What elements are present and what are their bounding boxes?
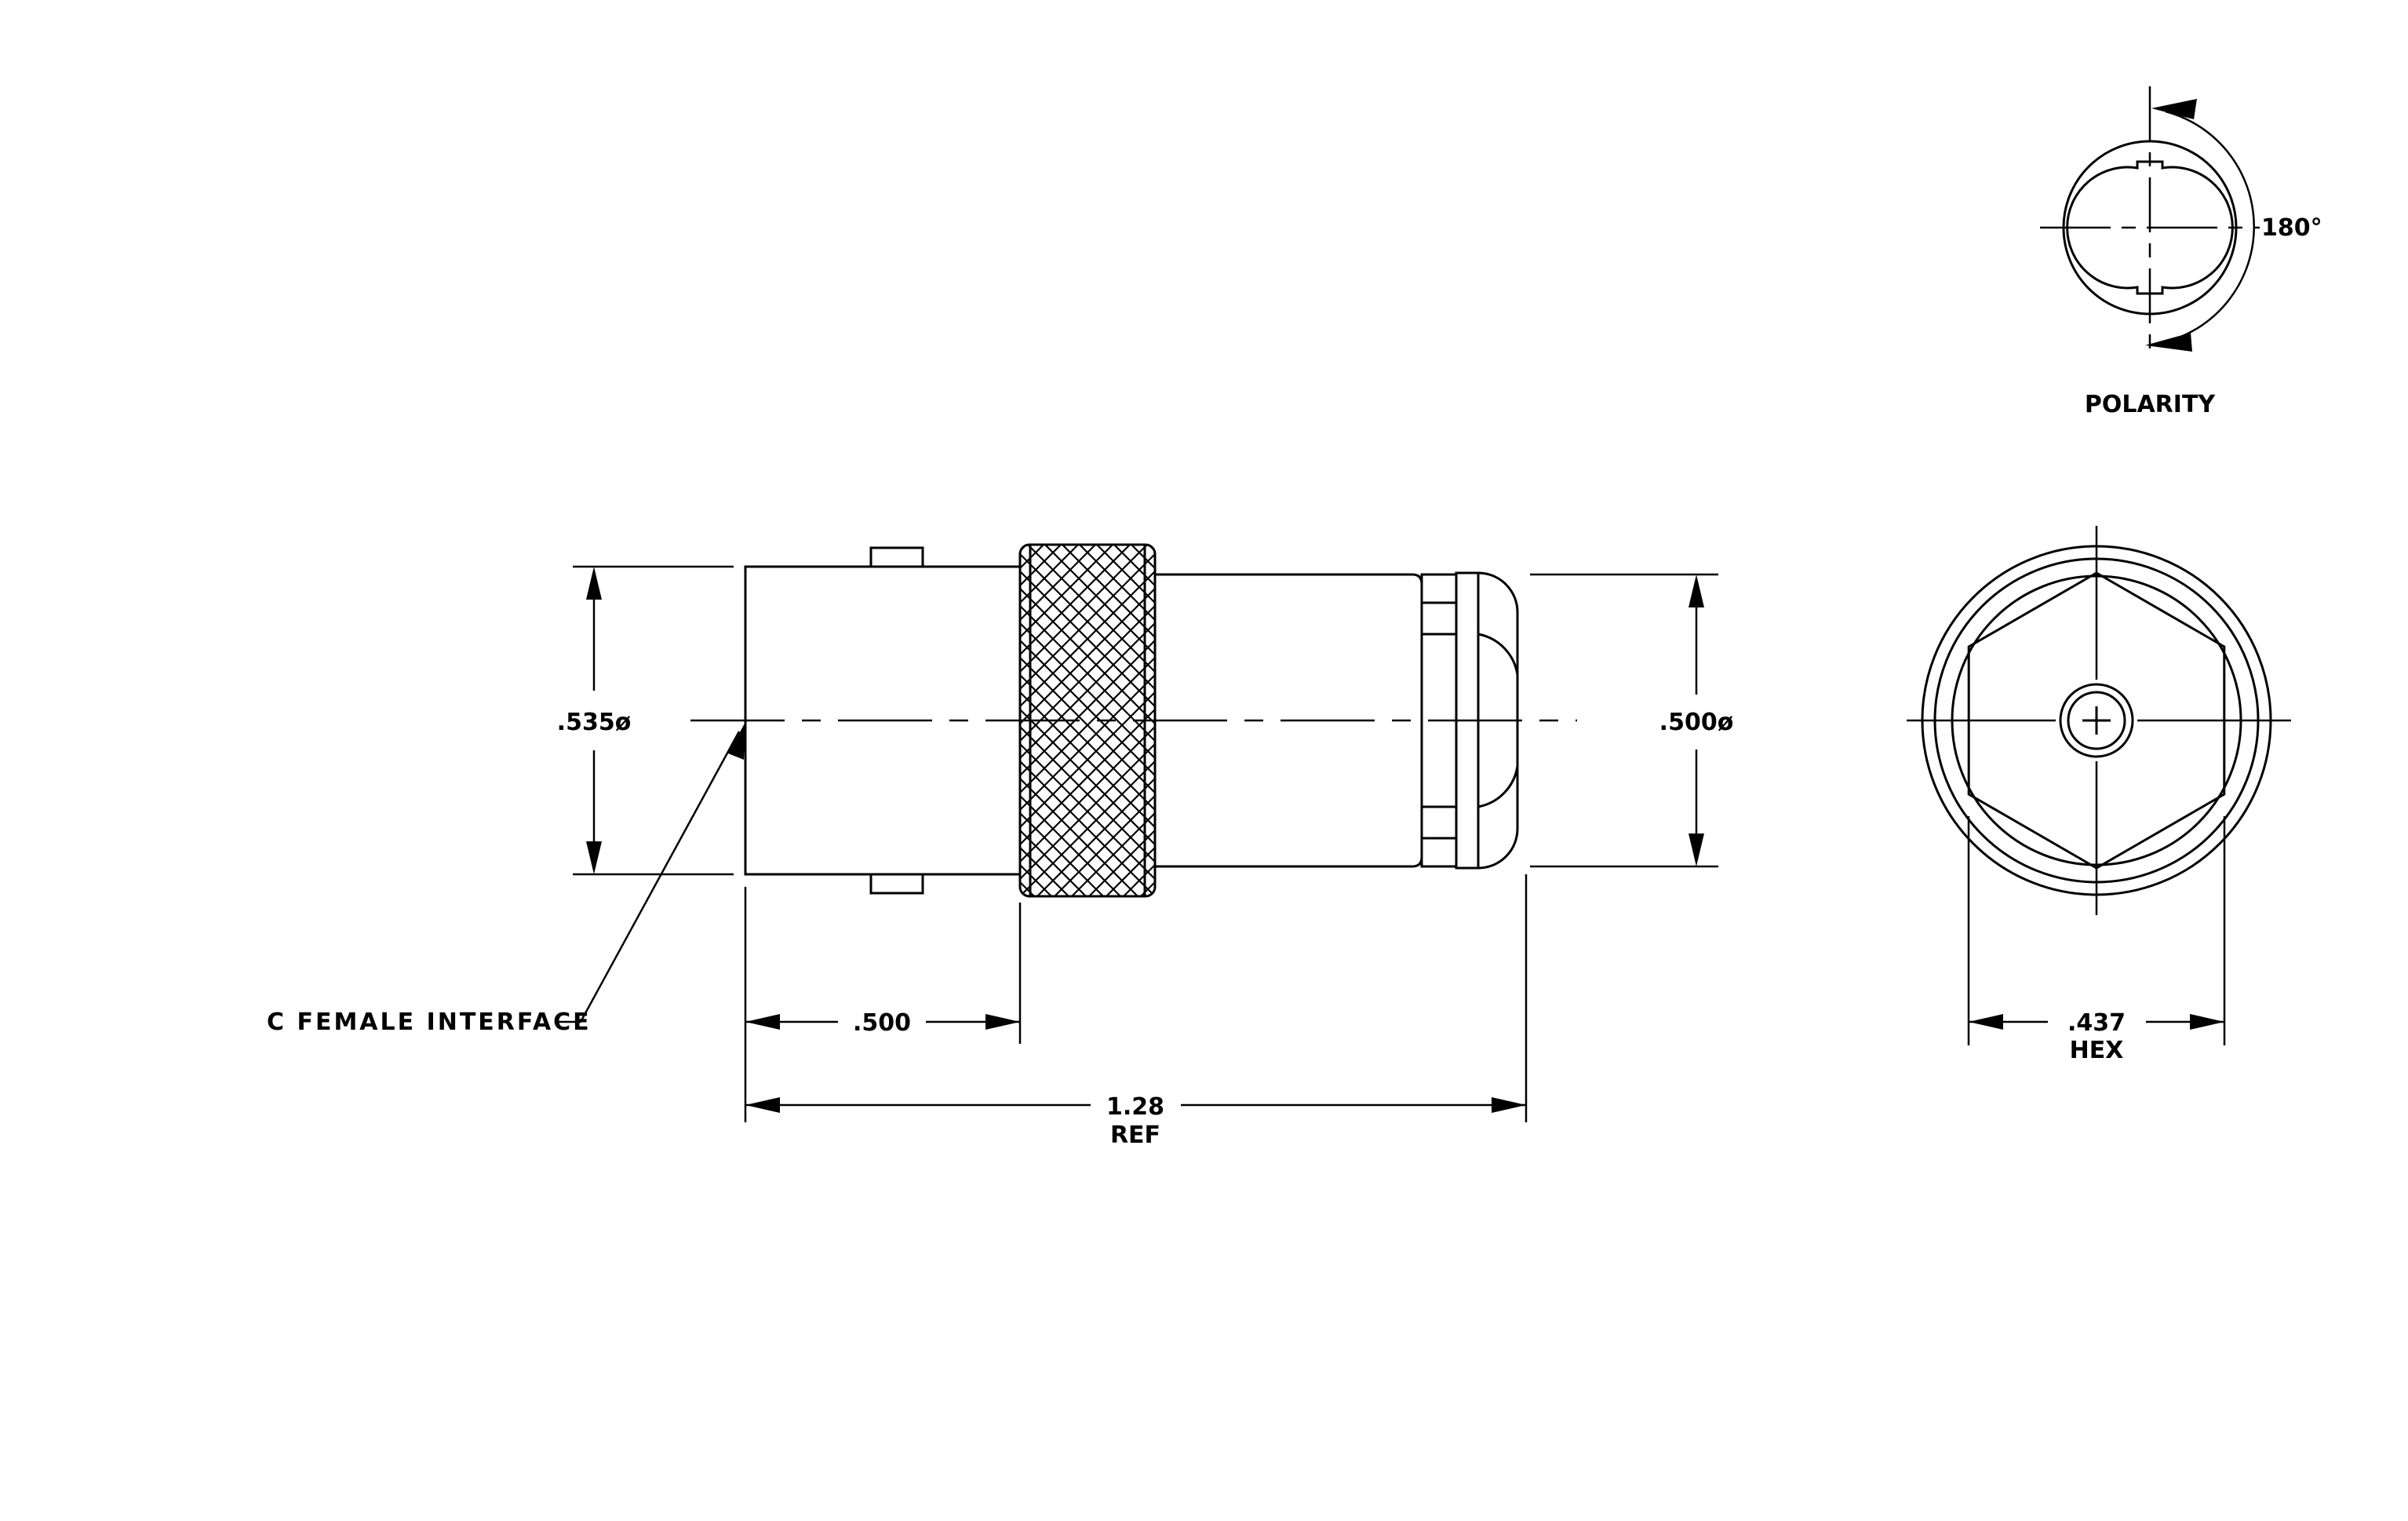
body-diameter-label: .535ø <box>557 709 632 736</box>
dimension-overall-length: 1.28 REF <box>745 874 1528 1149</box>
dimension-front-length: .500 <box>744 887 1022 1122</box>
rear-diameter-label: .500ø <box>1659 709 1734 736</box>
front-length-label: .500 <box>853 1009 911 1037</box>
dimension-hex-size: .437 HEX <box>1967 816 2226 1064</box>
interface-callout: C FEMALE INTERFACE <box>267 722 745 1036</box>
hex-note: HEX <box>2070 1037 2124 1064</box>
hex-size-label: .437 <box>2067 1009 2126 1037</box>
connector-side-view <box>690 543 1577 898</box>
polarity-view: 180° POLARITY <box>2040 86 2322 418</box>
connector-end-view <box>1907 526 2291 915</box>
polarity-angle-label: 180° <box>2261 214 2322 242</box>
interface-callout-label: C FEMALE INTERFACE <box>267 1009 592 1036</box>
overall-length-note: REF <box>1110 1122 1160 1149</box>
dimension-body-diameter: .535ø <box>557 565 734 876</box>
dimension-rear-diameter: .500ø <box>1530 573 1734 868</box>
overall-length-label: 1.28 <box>1106 1093 1164 1121</box>
polarity-label: POLARITY <box>2085 391 2217 418</box>
